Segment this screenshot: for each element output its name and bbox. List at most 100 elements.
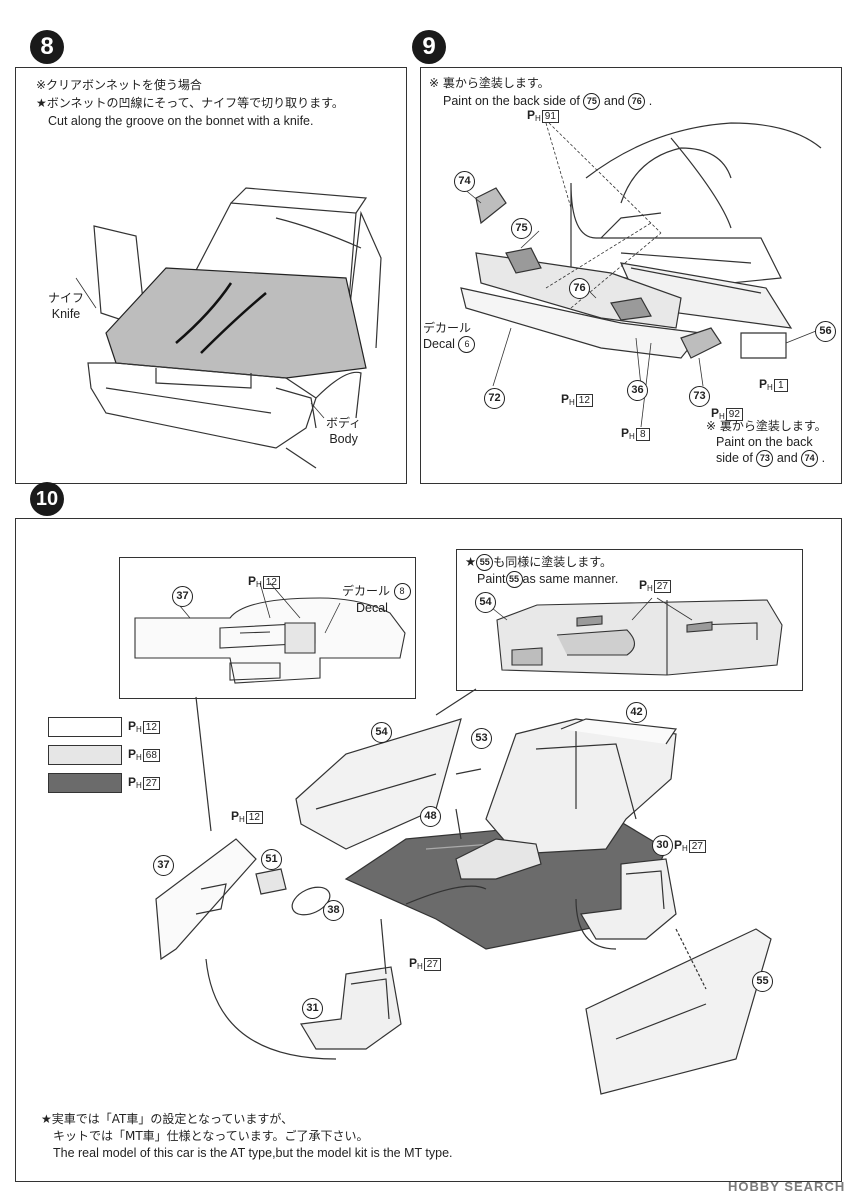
paint-code: 12	[575, 394, 593, 407]
part-76-callout: 76	[569, 278, 590, 299]
paint-prefix: P	[711, 406, 720, 420]
part-75-callout: 75	[511, 218, 532, 239]
door-panel-detail-illustration	[491, 597, 783, 676]
paint-prefix: P	[759, 377, 768, 391]
step-9-note-1: ※ 裏から塗装します。 Paint on the back side of 75…	[429, 74, 653, 111]
footnote-jp-1: ★実車では「AT車」の設定となっていますが、	[41, 1112, 294, 1126]
paint-code: 1	[773, 379, 788, 392]
step-9-note-2: ※ 裏から塗装します。 Paint on the back side of 73…	[706, 418, 827, 468]
step-9-note-1-en-a: Paint on the back side of	[443, 94, 580, 108]
step-9-note-2-en-a: Paint on the back	[716, 435, 813, 449]
step-8-panel: ※クリアボンネットを使う場合 ★ボンネットの凹線にそって、ナイフ等で切り取ります…	[15, 67, 407, 484]
paint-prefix: P	[248, 574, 257, 588]
paint-prefix: P	[674, 838, 683, 852]
paint-sub: H	[629, 432, 635, 441]
decal-6-text: Decal	[423, 337, 455, 351]
part-74-callout: 74	[454, 171, 475, 192]
step-9-note-2-and: and	[776, 451, 798, 465]
paint-code: 27	[653, 580, 671, 593]
paint-sub: H	[417, 962, 423, 971]
paint-sub: H	[569, 398, 575, 407]
paint-prefix: P	[128, 719, 137, 733]
step-9-note-1-jp: ※ 裏から塗装します。	[429, 76, 550, 90]
part-36-callout: 36	[627, 380, 648, 401]
paint-sub: H	[535, 114, 541, 123]
dashboard-detail-illustration	[134, 582, 406, 684]
paint-prefix: P	[621, 426, 630, 440]
legend-swatch-12	[48, 717, 122, 737]
step-9-note-2-sideof: side of	[716, 451, 753, 465]
part-55-callout: 55	[752, 971, 773, 992]
footnote-jp-2: キットでは「MT車」仕様となっています。ご了承下さい。	[53, 1129, 369, 1143]
paint-sub: H	[767, 383, 773, 392]
step-9-note-2-jp: ※ 裏から塗装します。	[706, 419, 827, 433]
body-label-en: Body	[329, 432, 358, 446]
step-9-note-2-part-b: 74	[801, 450, 819, 468]
step-9-note-1-part-b: 76	[628, 93, 646, 111]
inset-decal-8-number: 8	[393, 583, 411, 601]
paint-code: 8	[635, 428, 650, 441]
paint-code: 12	[142, 721, 160, 734]
step-9-note-1-end: .	[648, 94, 653, 108]
paint-sub: H	[647, 584, 653, 593]
paint-code: 27	[423, 958, 441, 971]
paint-sub: H	[682, 844, 688, 853]
part-38-callout: 38	[323, 900, 344, 921]
interior-exploded-illustration	[155, 688, 772, 1095]
inset-decal-8-en: Decal	[356, 601, 388, 616]
step-9-note-2-en-b: side of 73 and 74 .	[706, 450, 827, 468]
paint-sub: H	[136, 781, 142, 790]
step-8-note-en: Cut along the groove on the bonnet with …	[48, 114, 314, 128]
paint-prefix: P	[128, 747, 137, 761]
paint-prefix: P	[527, 108, 536, 122]
paint-code: 27	[688, 840, 706, 853]
step-9-note-1-part-a: 75	[583, 93, 601, 111]
paint-code: 12	[245, 811, 263, 824]
part-37-callout: 37	[153, 855, 174, 876]
door-inset-note-part: 55	[476, 554, 494, 572]
paint-code: 68	[142, 749, 160, 762]
decal-6-label-en: Decal 6	[423, 336, 476, 354]
paint-code: 91	[541, 110, 559, 123]
door-inset-note-en-b: as same manner.	[522, 572, 619, 587]
car-front-illustration	[75, 187, 382, 469]
door-inset-note-en-a: Paint	[477, 572, 506, 587]
step-10-footnote: ★実車では「AT車」の設定となっていますが、 キットでは「MT車」仕様となってい…	[41, 1111, 453, 1162]
knife-label-en: Knife	[51, 307, 81, 321]
hobby-search-watermark: HOBBY SEARCH	[728, 1179, 846, 1194]
paint-prefix: P	[231, 809, 240, 823]
part-42-callout: 42	[626, 702, 647, 723]
step-9-note-1-en: Paint on the back side of 75 and 76 .	[429, 92, 653, 111]
step-9-note-2-part-a: 73	[756, 450, 774, 468]
part-48-callout: 48	[420, 806, 441, 827]
paint-prefix: P	[561, 392, 570, 406]
paint-sub: H	[239, 815, 245, 824]
inset-part-37-callout: 37	[172, 586, 193, 607]
paint-prefix: P	[639, 578, 648, 592]
paint-sub: H	[719, 412, 725, 421]
paint-prefix: P	[128, 775, 137, 789]
decal-6-number: 6	[458, 336, 476, 354]
footnote-en: The real model of this car is the AT typ…	[53, 1146, 453, 1160]
rear-bumper-exploded-illustration	[460, 122, 822, 428]
paint-prefix: P	[409, 956, 418, 970]
door-inset-note-en-part: 55	[505, 571, 523, 589]
body-label-jp: ボディ	[326, 416, 362, 430]
step-9-number: 9	[412, 30, 446, 64]
inset-decal-8-jp: デカール	[342, 584, 391, 598]
paint-sub: H	[256, 580, 262, 589]
paint-sub: H	[136, 725, 142, 734]
